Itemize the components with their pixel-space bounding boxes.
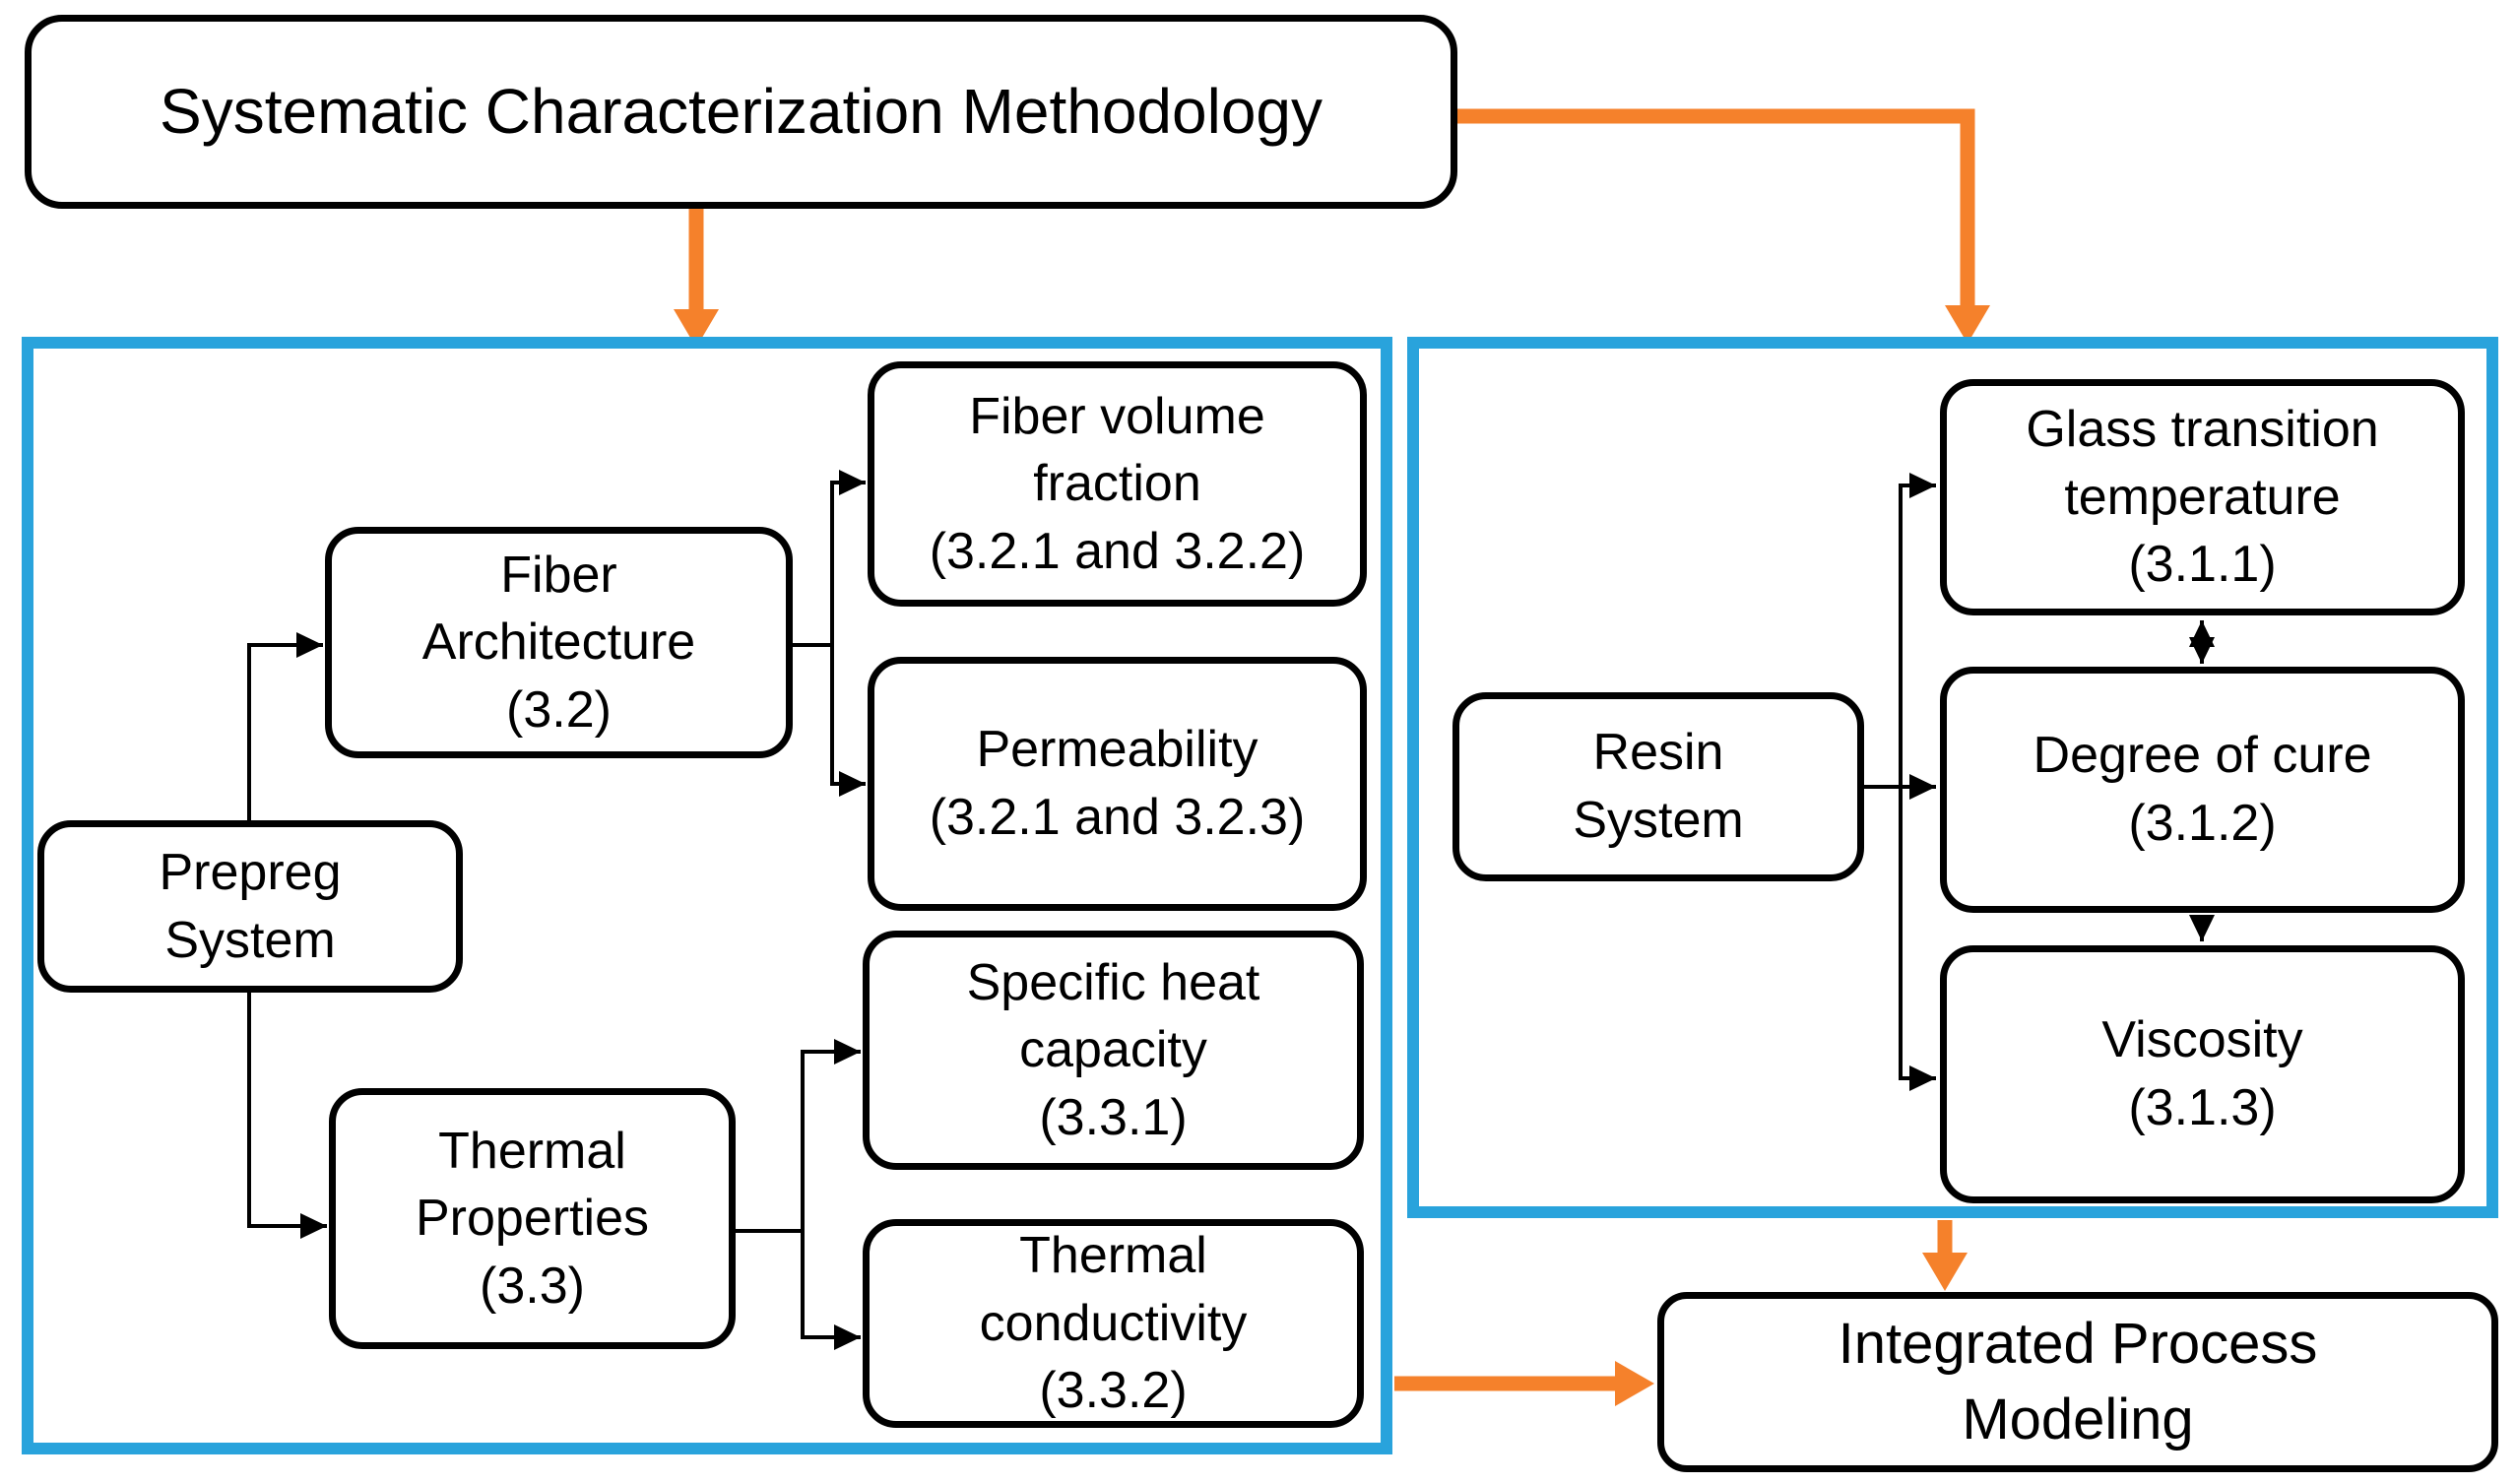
- node-text-line: Modeling: [1962, 1387, 2194, 1452]
- node-text-line: fraction: [1033, 455, 1201, 513]
- node-text-line: (3.1.1): [2128, 536, 2277, 594]
- node-viscosity: Viscosity (3.1.3): [1940, 945, 2465, 1203]
- node-text-line: temperature: [2064, 468, 2341, 526]
- arrow-title-to-prepreg-group: [674, 209, 719, 348]
- arrow-title-to-resin-group: [1451, 108, 1990, 344]
- container-resin-system-group: [1407, 337, 2498, 1218]
- title-text: Systematic Characterization Methodology: [160, 76, 1323, 148]
- node-text-line: Glass transition: [2026, 401, 2379, 459]
- node-text-line: System: [164, 911, 336, 969]
- node-text-line: Specific heat: [966, 953, 1260, 1011]
- node-prepreg-system: Prepreg System: [37, 820, 463, 993]
- node-thermal-conductivity: Thermal conductivity (3.3.2): [863, 1219, 1364, 1428]
- node-text-line: capacity: [1019, 1021, 1207, 1079]
- node-text-line: (3.2.1 and 3.2.2): [929, 522, 1306, 580]
- node-fiber-architecture: Fiber Architecture (3.2): [325, 527, 793, 758]
- node-title: Systematic Characterization Methodology: [25, 15, 1457, 209]
- node-text-line: Thermal: [1019, 1227, 1207, 1285]
- node-text-line: Prepreg: [159, 843, 342, 901]
- node-fiber-volume-fraction: Fiber volume fraction (3.2.1 and 3.2.2): [868, 361, 1367, 607]
- node-text-line: System: [1573, 792, 1744, 849]
- node-resin-system: Resin System: [1452, 692, 1864, 881]
- node-text-line: Resin: [1592, 724, 1724, 782]
- arrow-prepreg-group-to-integrated-process-modeling: [1394, 1361, 1654, 1406]
- arrow-resin-group-to-integrated-process-modeling: [1922, 1220, 1968, 1291]
- node-text-line: (3.3.2): [1039, 1362, 1188, 1420]
- node-text-line: Permeability: [976, 721, 1258, 779]
- node-text-line: Architecture: [421, 613, 696, 672]
- node-glass-transition-temperature: Glass transition temperature (3.1.1): [1940, 379, 2465, 615]
- node-integrated-process-modeling: Integrated Process Modeling: [1657, 1292, 2498, 1472]
- node-text-line: Degree of cure: [2033, 727, 2372, 785]
- node-text-line: Fiber: [500, 546, 617, 604]
- node-text-line: (3.2.1 and 3.2.3): [929, 789, 1306, 846]
- node-text-line: Viscosity: [2101, 1011, 2303, 1069]
- node-text-line: Integrated Process: [1838, 1311, 2318, 1376]
- node-text-line: (3.2): [506, 680, 612, 739]
- node-text-line: (3.3): [480, 1257, 585, 1315]
- node-text-line: (3.1.3): [2128, 1079, 2277, 1136]
- node-text-line: (3.3.1): [1039, 1088, 1188, 1146]
- node-permeability: Permeability (3.2.1 and 3.2.3): [868, 657, 1367, 911]
- node-specific-heat-capacity: Specific heat capacity (3.3.1): [863, 931, 1364, 1170]
- node-thermal-properties: Thermal Properties (3.3): [329, 1088, 736, 1349]
- node-text-line: (3.1.2): [2128, 795, 2277, 852]
- node-text-line: conductivity: [979, 1294, 1248, 1352]
- node-text-line: Properties: [416, 1190, 649, 1248]
- container-prepreg-system-group: [22, 337, 1392, 1454]
- node-text-line: Thermal: [438, 1122, 626, 1180]
- node-degree-of-cure: Degree of cure (3.1.2): [1940, 667, 2465, 913]
- node-text-line: Fiber volume: [969, 387, 1265, 445]
